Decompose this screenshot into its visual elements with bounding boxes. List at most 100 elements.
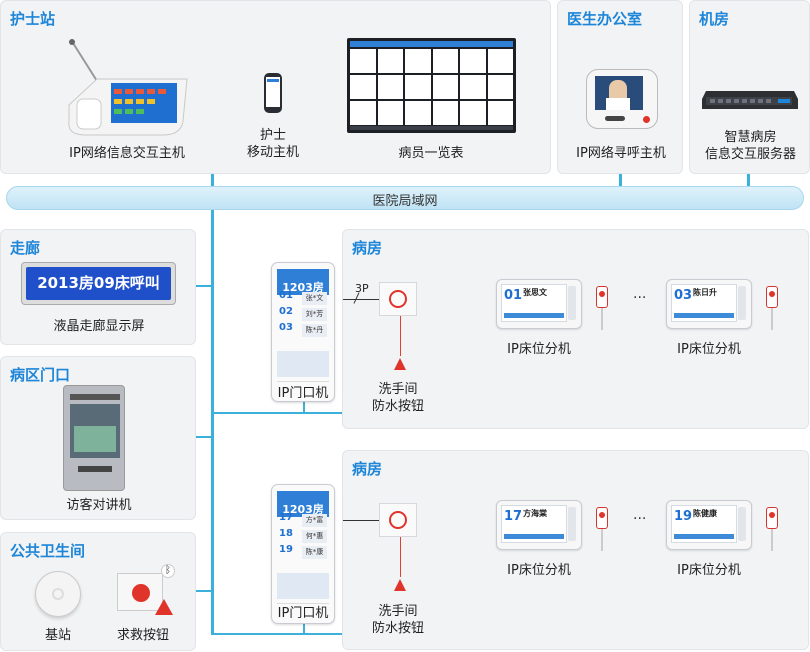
ward1-bed-unit-1-bar bbox=[504, 313, 564, 318]
server-room-panel: 机房 智慧病房 信息交互服务器 bbox=[689, 0, 810, 174]
paging-host-label: IP网络寻呼主机 bbox=[576, 146, 666, 161]
server-room-title: 机房 bbox=[699, 10, 730, 28]
ward2-water-button-ring bbox=[389, 511, 407, 529]
nurse-station-panel: 护士站 IP网络信息交互主机 护士 移动主机 病员一览表 bbox=[0, 0, 551, 174]
ward2-bed-unit-2-screen: 19 陈健康 bbox=[671, 505, 737, 543]
ward2-water-button bbox=[379, 503, 417, 537]
nurse-to-lan-line bbox=[211, 174, 214, 187]
hospital-lan-bar: 医院局域网 bbox=[6, 186, 804, 210]
hospital-lan-label: 医院局域网 bbox=[372, 194, 438, 209]
ward1-door-patient: 陈*丹 bbox=[302, 324, 327, 337]
ward2-door-label: IP门口机 bbox=[277, 606, 329, 621]
ward2-bed-unit-2-speaker bbox=[738, 507, 746, 541]
sos-button-label: 求救按钮 bbox=[116, 628, 169, 643]
ward1-title: 病房 bbox=[352, 239, 383, 257]
ward1-bed-unit-2-screen: 03 陈日升 bbox=[671, 284, 737, 322]
ward2-bed-unit-2-label: IP床位分机 bbox=[677, 563, 741, 578]
ward1-call-handle-1 bbox=[596, 286, 608, 330]
visitor-intercom-label: 访客对讲机 bbox=[66, 498, 132, 513]
ward1-bed-unit-2-num: 03 bbox=[674, 288, 693, 303]
ward2-bed-unit-1-label: IP床位分机 bbox=[507, 563, 571, 578]
ward1-door-bed-num: 03 bbox=[279, 322, 293, 333]
public-restroom-panel: 公共卫生间 基站 ᛒ 求救按钮 bbox=[0, 532, 196, 651]
sos-button-device bbox=[117, 573, 163, 611]
patient-overview-board bbox=[347, 38, 516, 133]
ward1-water-pendant bbox=[394, 352, 406, 370]
entrance-branch-line bbox=[196, 436, 213, 438]
ward1-bed-unit-2-name: 陈日升 bbox=[693, 288, 717, 297]
ward1-bed-unit-2-label: IP床位分机 bbox=[677, 342, 741, 357]
doctor-office-title: 医生办公室 bbox=[567, 10, 643, 28]
visitor-intercom-device bbox=[63, 385, 125, 491]
ward-entrance-title: 病区门口 bbox=[10, 366, 71, 384]
ward1-door-drop-line bbox=[303, 402, 305, 413]
ward2-door-bed-num: 17 bbox=[279, 512, 293, 523]
ward1-bed-unit-1-name: 张思文 bbox=[523, 288, 547, 297]
ward2-cable-line bbox=[343, 520, 379, 521]
ward1-water-cord bbox=[400, 316, 401, 356]
ward1-door-footer bbox=[277, 381, 329, 395]
ward-entrance-panel: 病区门口 访客对讲机 bbox=[0, 356, 196, 520]
ward1-door-bed-num: 01 bbox=[279, 290, 293, 301]
ward2-branch-line bbox=[213, 633, 343, 635]
ward2-door-room: 1203房 bbox=[277, 503, 329, 517]
ward1-bed-unit-1: 01 张思文 bbox=[496, 279, 582, 329]
ward2-water-button-label: 洗手间 防水按钮 bbox=[371, 604, 424, 636]
ward1-door-label: IP门口机 bbox=[277, 386, 329, 401]
paging-host-device bbox=[586, 69, 658, 129]
ward1-ellipsis: ··· bbox=[633, 290, 647, 306]
ward1-door-patient: 刘*芳 bbox=[302, 308, 327, 321]
ward1-call-handle-2 bbox=[766, 286, 778, 330]
ward2-bed-unit-1-screen: 17 方海棠 bbox=[501, 505, 567, 543]
ward2-door-footer bbox=[277, 603, 329, 617]
ward2-call-handle-1 bbox=[596, 507, 608, 551]
ward1-door-unit: 1203房 01 张*文 02 刘*芳 03 陈*丹 bbox=[271, 262, 335, 402]
ward2-bed-unit-1-name: 方海棠 bbox=[523, 509, 547, 518]
ward1-water-button bbox=[379, 282, 417, 316]
ward1-door-room: 1203房 bbox=[277, 281, 329, 295]
base-station-label: 基站 bbox=[44, 628, 71, 643]
restroom-branch-line bbox=[196, 590, 213, 592]
ward2-door-patient: 陈*康 bbox=[302, 546, 327, 559]
ward1-water-pendant-bell bbox=[394, 358, 406, 370]
ward2-bed-unit-1-speaker bbox=[568, 507, 576, 541]
ward2-bed-unit-1-bar bbox=[504, 534, 564, 539]
base-station-device bbox=[35, 571, 81, 617]
server-to-lan-line bbox=[747, 174, 750, 187]
ward2-bed-unit-2: 19 陈健康 bbox=[666, 500, 752, 550]
ward2-bed-unit-2-num: 19 bbox=[674, 509, 693, 524]
ip-interaction-host-device bbox=[63, 39, 191, 139]
ward2-water-pendant-bell bbox=[394, 579, 406, 591]
ward1-door-patient: 张*文 bbox=[302, 292, 327, 305]
ward1-door-staff-photos bbox=[277, 351, 329, 377]
ward1-cable-label: 3P bbox=[355, 282, 369, 295]
ward1-panel: 病房 bbox=[342, 229, 809, 429]
ward2-title: 病房 bbox=[352, 460, 383, 478]
corridor-branch-line bbox=[196, 285, 213, 287]
ward1-branch-line bbox=[213, 412, 343, 414]
pull-bell-device bbox=[155, 599, 173, 615]
ward2-door-staff-photos bbox=[277, 573, 329, 599]
ward2-bed-unit-1: 17 方海棠 bbox=[496, 500, 582, 550]
ward1-bed-unit-2-speaker bbox=[738, 286, 746, 320]
public-restroom-title: 公共卫生间 bbox=[10, 542, 86, 560]
bluetooth-icon: ᛒ bbox=[161, 564, 175, 578]
server-device bbox=[702, 85, 798, 111]
ward1-bed-unit-1-num: 01 bbox=[504, 288, 523, 303]
patient-overview-label: 病员一览表 bbox=[398, 146, 464, 161]
ward2-door-bed-num: 19 bbox=[279, 544, 293, 555]
doctor-to-lan-line bbox=[619, 174, 622, 187]
ward2-ellipsis: ··· bbox=[633, 511, 647, 527]
nurse-station-title: 护士站 bbox=[10, 10, 56, 28]
main-trunk-line bbox=[211, 210, 214, 635]
ward2-door-patient: 方*富 bbox=[302, 514, 327, 527]
ward2-door-patient: 何*惠 bbox=[302, 530, 327, 543]
ward2-water-cord bbox=[400, 537, 401, 577]
ward2-panel: 病房 bbox=[342, 450, 809, 650]
ward1-door-bed-num: 02 bbox=[279, 306, 293, 317]
ward2-door-drop-line bbox=[303, 624, 305, 634]
ward1-bed-unit-1-label: IP床位分机 bbox=[507, 342, 571, 357]
ward2-call-handle-2 bbox=[766, 507, 778, 551]
server-label: 智慧病房 信息交互服务器 bbox=[704, 130, 796, 162]
nurse-mobile-label: 护士 移动主机 bbox=[246, 128, 299, 160]
